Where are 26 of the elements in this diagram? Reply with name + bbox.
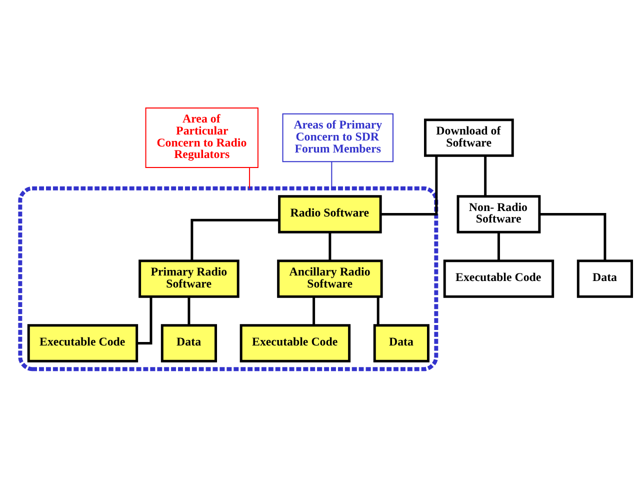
node-box: Non- Radio Software bbox=[456, 195, 541, 234]
node-box: Data bbox=[576, 260, 633, 298]
node-box: Areas of Primary Concern to SDR Forum Members bbox=[282, 113, 394, 162]
node-box: Radio Software bbox=[278, 195, 382, 234]
node-box: Executable Code bbox=[443, 260, 554, 298]
connector bbox=[484, 156, 487, 196]
cluster bbox=[18, 186, 438, 372]
connector bbox=[190, 218, 279, 261]
connector bbox=[540, 212, 606, 261]
connector bbox=[312, 296, 316, 326]
node-box: Ancillary Radio Software bbox=[277, 260, 383, 298]
connector bbox=[249, 167, 250, 189]
node-box: Area of Particular Concern to Radio Regulators bbox=[145, 107, 258, 168]
node-box: Data bbox=[160, 324, 217, 362]
connector bbox=[380, 156, 438, 216]
connector bbox=[331, 161, 332, 189]
node-box: Executable Code bbox=[27, 324, 138, 362]
connector bbox=[497, 232, 500, 261]
connector bbox=[328, 232, 332, 261]
node-box: Download of Software bbox=[424, 118, 514, 157]
connector bbox=[136, 296, 152, 344]
connector bbox=[376, 296, 380, 326]
node-box: Data bbox=[373, 324, 430, 362]
connector bbox=[188, 296, 190, 326]
node-box: Primary Radio Software bbox=[138, 260, 240, 298]
node-box: Executable Code bbox=[240, 324, 351, 362]
